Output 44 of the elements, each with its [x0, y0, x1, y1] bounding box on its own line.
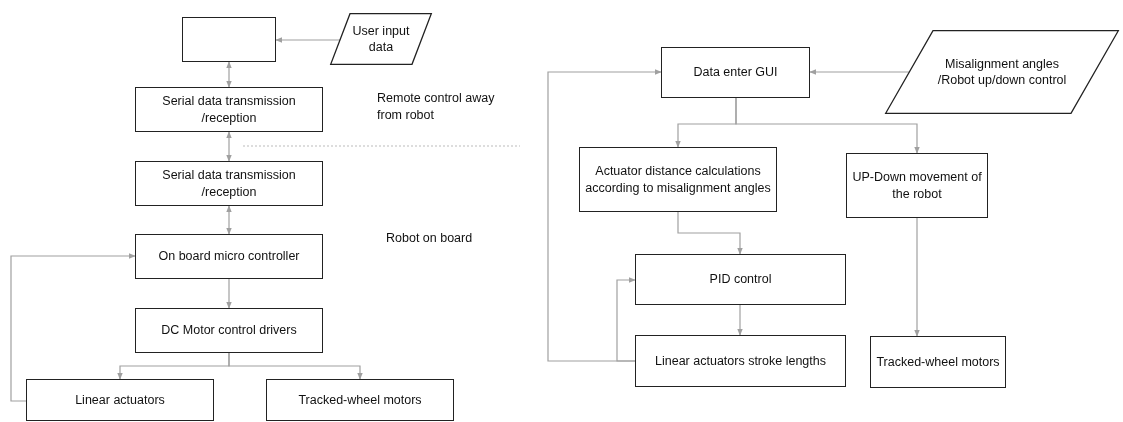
node-text: Tracked-wheel motors [297, 391, 423, 409]
process-box [579, 147, 777, 212]
node-text: Misalignment angles /Robot up/down control [936, 55, 1068, 89]
process-box [135, 161, 323, 206]
node-text: User input data [351, 22, 411, 56]
process-box [635, 254, 846, 305]
process-box [135, 87, 323, 132]
node-text: Actuator distance calculations according to misalignment angles [584, 163, 772, 196]
process-box [135, 234, 323, 279]
node-text: UP-Down movement of the robot [851, 169, 983, 202]
arrow [735, 97, 920, 154]
input-parallelogram [330, 13, 432, 65]
process-box [661, 47, 810, 98]
arrow [275, 37, 341, 43]
node-text: On board micro controller [157, 248, 301, 265]
node-text: Linear actuators stroke lengths [654, 352, 827, 370]
arrow [226, 205, 232, 235]
arrow [914, 217, 920, 337]
arrow [226, 61, 232, 88]
note-text: Robot on board [386, 230, 474, 247]
process-box [135, 308, 323, 353]
arrow [677, 211, 743, 255]
arrow [226, 278, 232, 309]
arrow [737, 304, 743, 336]
empty-box [182, 17, 276, 62]
node-text: Data enter GUI [692, 64, 779, 81]
node-text: Tracked-wheel motors [875, 353, 1001, 371]
process-box [635, 335, 846, 387]
process-box [870, 336, 1006, 388]
node-text: PID control [708, 271, 773, 288]
process-box [266, 379, 454, 421]
process-box [846, 153, 988, 218]
arrow [226, 131, 232, 162]
arrow [616, 277, 636, 362]
node-text: Linear actuators [74, 391, 166, 409]
input-parallelogram [885, 30, 1119, 114]
arrow [10, 253, 136, 402]
node-text: DC Motor control drivers [160, 322, 298, 339]
arrow [547, 69, 662, 362]
arrow [228, 352, 363, 380]
process-box [26, 379, 214, 421]
node-text: Serial data transmission /reception [161, 93, 297, 126]
note-text: Remote control away from robot [377, 90, 495, 124]
node-text: Serial data transmission /reception [161, 167, 297, 200]
